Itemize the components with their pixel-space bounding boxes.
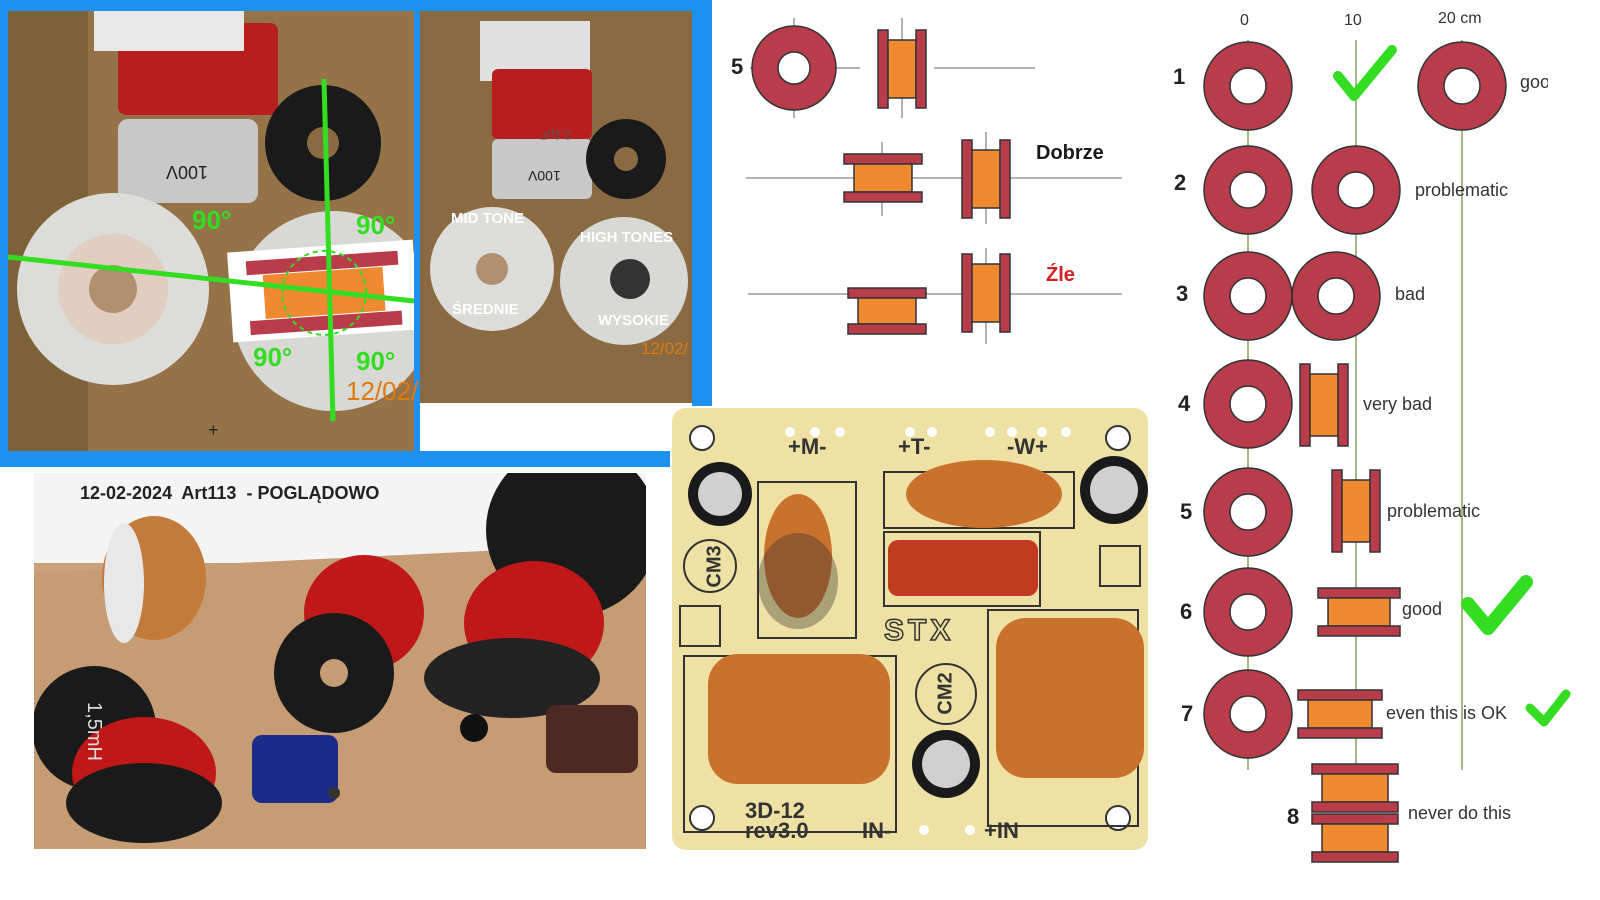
row-verdict: problematic bbox=[1415, 180, 1509, 200]
row-number: 2 bbox=[1174, 170, 1187, 195]
cap-value-label: 2,2μF bbox=[540, 128, 571, 142]
row-verdict: even this is OK bbox=[1386, 703, 1508, 723]
pcb-label-cm2: CM2 bbox=[934, 672, 957, 715]
svg-text:+: + bbox=[208, 420, 219, 440]
row-number: 4 bbox=[1178, 391, 1191, 416]
row-verdict: goo bbox=[1520, 72, 1548, 92]
scale-label-0: 0 bbox=[1240, 12, 1249, 29]
angle-label: 90° bbox=[192, 205, 232, 235]
angle-label: 90° bbox=[356, 346, 396, 376]
pcb-label-cm3: CM3 bbox=[703, 545, 726, 588]
coil-orientation-photo: 100V + bbox=[8, 11, 414, 451]
pcb-label-mid: +M- bbox=[788, 434, 827, 459]
cap-voltage-label: 100V bbox=[528, 168, 561, 184]
row-verdict: good bbox=[1402, 599, 1443, 619]
high-tones-label: HIGH TONES bbox=[580, 229, 674, 246]
row-number: 3 bbox=[1176, 281, 1189, 306]
coil-spacing-diagram bbox=[1203, 40, 1571, 863]
row-number: 6 bbox=[1180, 599, 1193, 624]
row-number: 8 bbox=[1287, 804, 1300, 829]
scale-label-10: 10 bbox=[1344, 12, 1362, 29]
row-verdict: problematic bbox=[1387, 501, 1481, 521]
inductor-value-label: 1,5mH bbox=[82, 702, 105, 761]
angle-label: 90° bbox=[253, 342, 293, 372]
row-verdict: never do this bbox=[1408, 803, 1512, 823]
pcb-label-tweeter: +T- bbox=[898, 434, 931, 459]
row-verdict: very bad bbox=[1363, 394, 1433, 414]
pcb-revision: rev3.0 bbox=[745, 818, 809, 843]
row-number: 5 bbox=[1180, 499, 1193, 524]
pcb-input-plus: +IN bbox=[984, 818, 1019, 843]
crossover-build-photo bbox=[34, 473, 646, 849]
pcb-photo bbox=[670, 406, 1150, 852]
pcb-input-minus: IN- bbox=[862, 818, 892, 843]
middle-coil-diagram bbox=[746, 18, 1122, 344]
coil-comparison-photo bbox=[420, 11, 692, 451]
high-tones-label-pl: WYSOKIE bbox=[598, 312, 669, 329]
scale-label-20: 20 cm bbox=[1438, 10, 1482, 27]
photo-caption: 12-02-2024 Art113 - POGLĄDOWO bbox=[80, 483, 380, 503]
pcb-brand: STX bbox=[883, 613, 955, 648]
angle-label: 90° bbox=[356, 210, 396, 240]
row-number: 1 bbox=[1173, 64, 1186, 89]
pcb-model: 3D-12 bbox=[745, 798, 805, 823]
date-stamp: 12/02/ bbox=[641, 339, 689, 358]
row-number: 7 bbox=[1181, 701, 1194, 726]
svg-text:100V: 100V bbox=[166, 162, 208, 182]
row-verdict: bad bbox=[1395, 284, 1426, 304]
date-stamp: 12/02/ bbox=[346, 376, 419, 406]
pcb-label-woofer: -W+ bbox=[1007, 434, 1048, 459]
mid-tone-label-pl: ŚREDNIE bbox=[452, 301, 519, 318]
bad-orientation-label: Źle bbox=[1046, 264, 1075, 286]
row-number: 5 bbox=[731, 54, 744, 79]
toroid-icon bbox=[1203, 41, 1293, 131]
good-orientation-label: Dobrze bbox=[1036, 142, 1104, 164]
mid-tone-label: MID TONE bbox=[451, 210, 525, 227]
